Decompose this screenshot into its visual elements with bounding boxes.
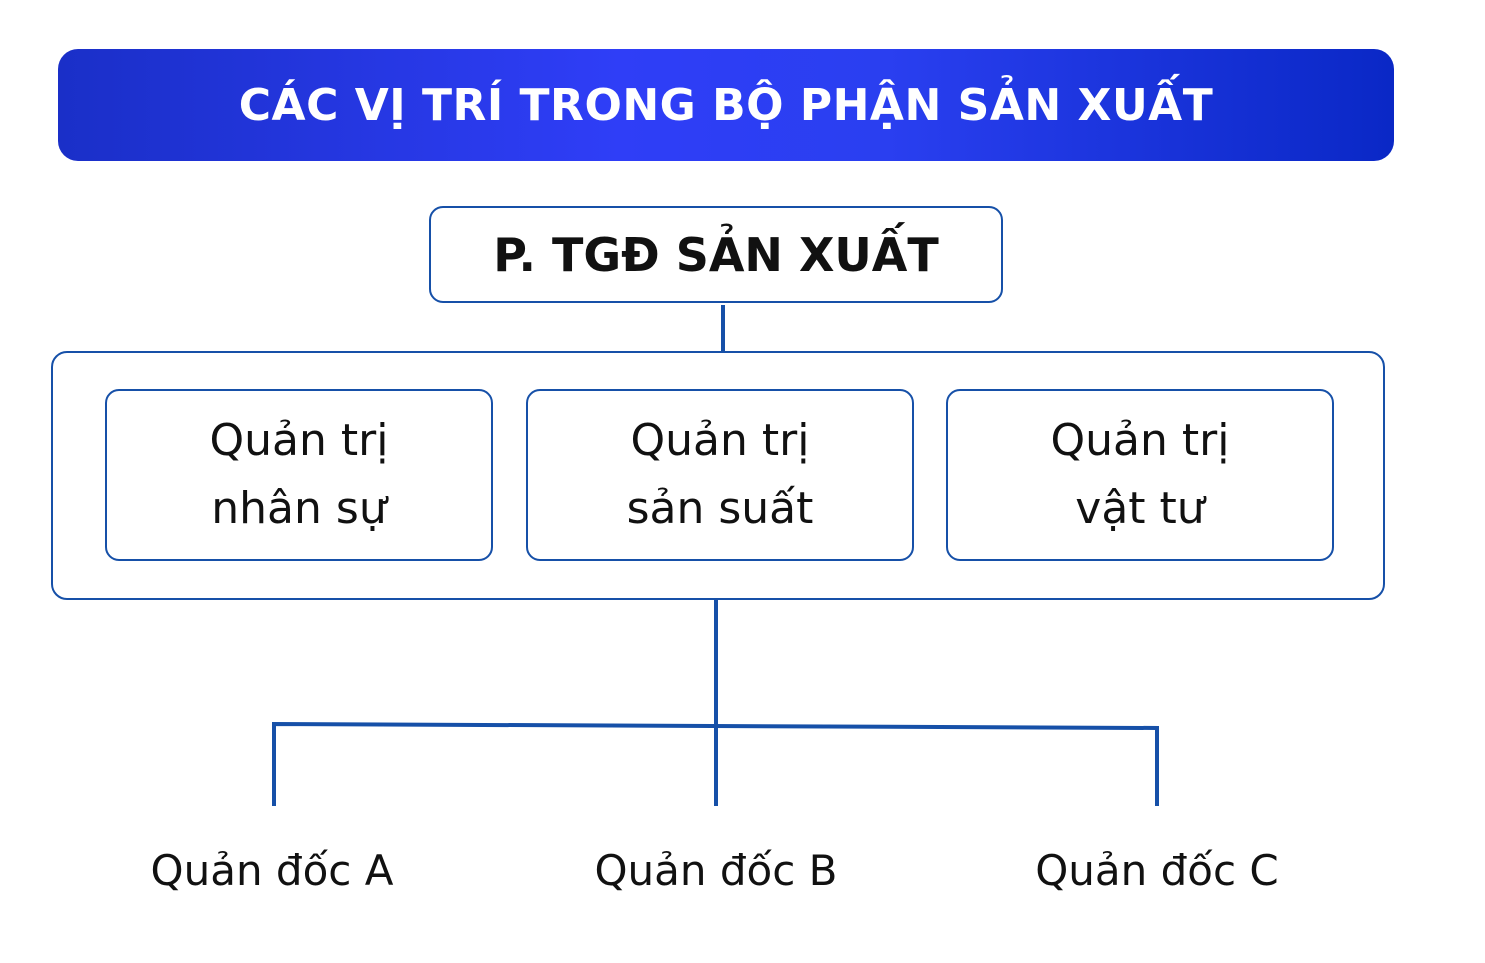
leaf-foreman-b: Quản đốc B (594, 846, 838, 895)
node-label-line2: vật tư (1075, 483, 1205, 534)
node-materials-management: Quản trị vật tư (946, 389, 1334, 561)
leaf-foreman-c: Quản đốc C (1035, 846, 1279, 895)
node-deputy-director: P. TGĐ SẢN XUẤT (429, 206, 1003, 303)
title-banner: CÁC VỊ TRÍ TRONG BỘ PHẬN SẢN XUẤT (58, 49, 1394, 161)
node-label-line1: Quản trị (1050, 415, 1230, 466)
connector-bus (272, 721, 1159, 806)
node-production-management: Quản trị sản suất (526, 389, 914, 561)
node-label-line2: sản suất (626, 483, 814, 534)
leaf-foreman-a: Quản đốc A (150, 846, 394, 895)
node-hr-management: Quản trị nhân sự (105, 389, 493, 561)
node-label-line1: Quản trị (209, 415, 389, 466)
node-label-line1: Quản trị (630, 415, 810, 466)
diagram-title: CÁC VỊ TRÍ TRONG BỘ PHẬN SẢN XUẤT (238, 79, 1214, 131)
node-label-line2: nhân sự (211, 483, 387, 534)
node-deputy-director-label: P. TGĐ SẢN XUẤT (493, 227, 939, 282)
